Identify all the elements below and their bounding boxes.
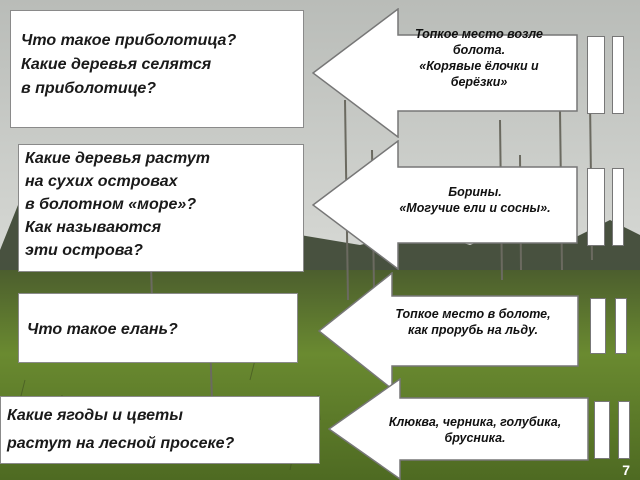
answer-1-text: Топкое место возле болота. «Корявые ёлоч…	[384, 26, 574, 90]
question-1-line-3: в приболотице?	[21, 80, 157, 97]
question-4-line-1: Какие ягоды и цветы	[7, 407, 183, 424]
answer-arrow-1[interactable]	[312, 8, 580, 138]
question-box-2[interactable]: Какие деревья растут на сухих островах в…	[18, 144, 304, 272]
answer-1-line-1: Топкое место возле	[414, 27, 543, 41]
answer-4-line-2: брусника.	[444, 431, 506, 445]
curtain-bar-3b[interactable]	[615, 298, 627, 354]
curtain-bar-4a[interactable]	[594, 401, 610, 459]
curtain-bar-1a[interactable]	[587, 36, 605, 114]
answer-4-text: Клюква, черника, голубика, брусника.	[362, 414, 588, 446]
question-2-line-4: Как называются	[25, 219, 161, 236]
answer-1-line-4: берёзки»	[450, 75, 508, 89]
question-box-4[interactable]: Какие ягоды и цветы растут на лесной про…	[0, 396, 320, 464]
answer-2-line-2: «Могучие ели и сосны».	[399, 201, 551, 215]
answer-2-line-1: Борины.	[448, 185, 502, 199]
question-2-line-1: Какие деревья растут	[25, 150, 210, 167]
question-box-3[interactable]: Что такое елань?	[18, 293, 298, 363]
question-1-line-2: Какие деревья селятся	[21, 56, 212, 73]
question-3-line-1: Что такое елань?	[27, 321, 178, 338]
answer-1-line-2: болота.	[452, 43, 506, 57]
curtain-bar-4b[interactable]	[618, 401, 630, 459]
page-number: 7	[622, 462, 630, 478]
question-2-line-2: на сухих островах	[25, 173, 178, 190]
curtain-bar-2b[interactable]	[612, 168, 624, 246]
question-2-line-3: в болотном «море»?	[25, 196, 197, 213]
answer-1-line-3: «Корявые ёлочки и	[419, 59, 539, 73]
answer-3-line-2: как прорубь на льду.	[407, 323, 539, 337]
question-4-line-2: растут на лесной просеке?	[7, 435, 235, 452]
curtain-bar-3a[interactable]	[590, 298, 606, 354]
answer-arrow-4[interactable]	[328, 378, 592, 480]
question-1-line-1: Что такое приболотица?	[21, 32, 237, 49]
curtain-bar-1b[interactable]	[612, 36, 624, 114]
curtain-bar-2a[interactable]	[587, 168, 605, 246]
question-2-line-5: эти острова?	[25, 242, 143, 259]
answer-2-text: Борины. «Могучие ели и сосны».	[370, 184, 580, 216]
answer-3-line-1: Топкое место в болоте,	[395, 307, 551, 321]
question-box-1[interactable]: Что такое приболотица? Какие деревья сел…	[10, 10, 304, 128]
answer-arrow-2[interactable]	[312, 140, 580, 270]
answer-3-text: Топкое место в болоте, как прорубь на ль…	[370, 306, 576, 338]
answer-4-line-1: Клюква, черника, голубика,	[388, 415, 562, 429]
